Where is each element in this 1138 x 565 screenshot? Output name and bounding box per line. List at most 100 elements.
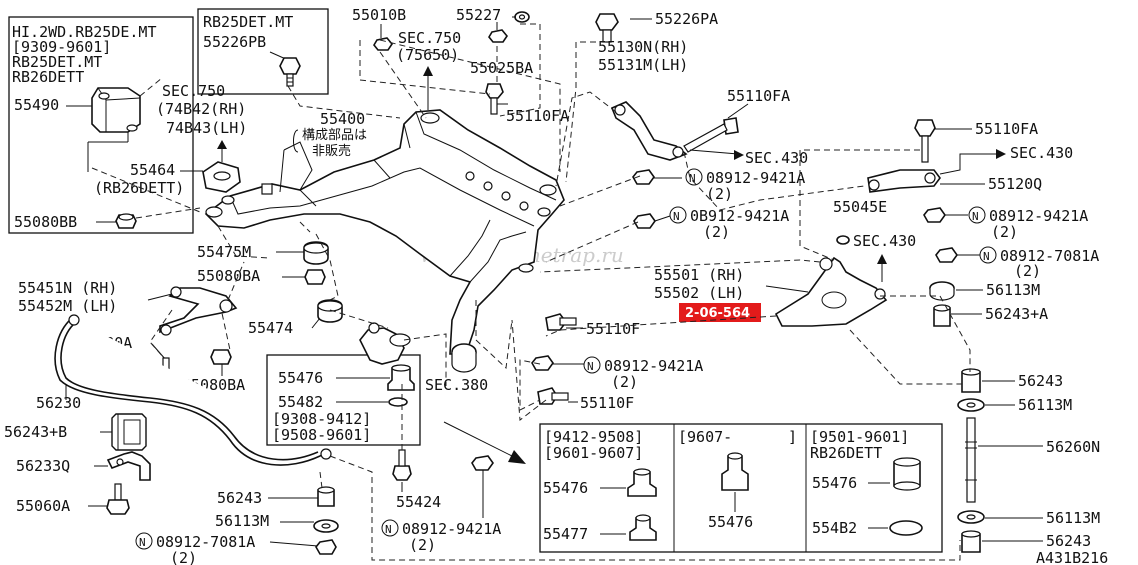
bolt-55424-part (392, 449, 412, 481)
stud-55226PB-part (279, 57, 301, 87)
label-56243-c: 56243 (1046, 532, 1091, 550)
label-55080BB: 55080BB (14, 213, 77, 231)
bush-56243A-part (933, 304, 951, 327)
bush-55475M-part (303, 241, 329, 265)
bush-56243-b-part (317, 486, 335, 507)
label-55010B: 55010B (352, 6, 406, 24)
link-55130N-part (610, 101, 688, 161)
label-55476-a: 55476 (278, 369, 323, 387)
bush-56113M-c-part (957, 398, 985, 412)
label-55502: 55502 (LH) (654, 284, 744, 302)
nut-55025BA-part (488, 29, 508, 43)
label-56113M-d: 56113M (1046, 509, 1100, 527)
bush-56113M-d-part (957, 510, 985, 524)
topleft-group: HI.2WD.RB25DE.MT [9309-9601] RB25DET.MT … (8, 16, 194, 234)
svg-text:N: N (972, 210, 979, 223)
rb25-group: RB25DET.MT 55226PB (197, 8, 329, 95)
bracket-56233Q-part (106, 451, 151, 481)
sec380-part (359, 322, 411, 365)
label-55476-d: 55476 (812, 474, 857, 492)
label-55482-a: 55482 (278, 393, 323, 411)
nut-7081A-a-part (315, 539, 337, 555)
label-08912-9421A-c-qty: (2) (991, 223, 1018, 241)
label-08912-7081A-b-qty: (2) (1014, 262, 1041, 280)
nut-55080BB-part (115, 213, 137, 229)
label-55060A: 55060A (16, 497, 70, 515)
label-55131M: 55131M(LH) (598, 56, 688, 74)
label-56113M-b: 56113M (215, 512, 269, 530)
label-55452M: 55452M (LH) (18, 297, 117, 315)
nut-08912-a-part (632, 169, 655, 185)
bush-56243-c-part (961, 530, 981, 553)
note-sec750-b-2: (75650) (396, 46, 459, 64)
note-b5476-2: [9508-9601] (272, 426, 371, 444)
rod-55120Q-part (867, 169, 941, 193)
bush-56113M-a-part (929, 281, 955, 301)
label-56113M-c: 56113M (1018, 396, 1072, 414)
label-56243-b: 56243 (217, 489, 262, 507)
bolt-55110FA-c-part (914, 119, 936, 163)
label-55110F-a: 55110F (586, 320, 640, 338)
svg-text:N: N (385, 523, 392, 536)
nut-55010B-part (373, 37, 393, 51)
label-08912-9421A-a-qty: (2) (706, 185, 733, 203)
callout-badge[interactable]: 2-06-564 (679, 303, 761, 322)
note-sec750-a-1: SEC.750 (162, 82, 225, 100)
label-08912-9421A-d: 08912-9421A (604, 357, 703, 375)
note-b5476-1: [9308-9412] (272, 410, 371, 428)
bottom-box (539, 423, 943, 553)
note-jp-2: 非販売 (312, 143, 351, 159)
nut-08912-7081-b-part (935, 247, 958, 263)
washer-55482-b-part (889, 520, 923, 536)
note-bottom-col2-1: [9607- (678, 428, 732, 446)
label-56113M-a: 56113M (986, 281, 1040, 299)
topleft-box (8, 16, 194, 234)
label-56233Q: 56233Q (16, 457, 70, 475)
mount-55490-part (91, 87, 141, 133)
washer-55045E-part (836, 235, 850, 245)
bush-56243-a-part (961, 368, 981, 393)
svg-text:N: N (983, 250, 990, 263)
label-55080BA-a: 55080BA (197, 267, 260, 285)
bush-55476-d-part (893, 457, 921, 491)
washer-55227-part (514, 11, 530, 23)
note-sec750-a-3: 74B43(LH) (166, 119, 247, 137)
svg-text:N: N (139, 536, 146, 549)
bolt-56260N-part (965, 417, 977, 503)
note-bottom-col2-2: ] (788, 428, 797, 446)
label-55490: 55490 (14, 96, 59, 114)
label-55130N: 55130N(RH) (598, 38, 688, 56)
label-55476-c: 55476 (708, 513, 753, 531)
label-08912-9421A-b: 0B912-9421A (690, 207, 789, 225)
note-bottom-col3-2: RB26DETT (810, 444, 882, 462)
label-08912-9421A-e-qty: (2) (409, 536, 436, 554)
bolt-55110FA-a-part (683, 117, 739, 153)
b5476-box (266, 354, 421, 446)
callout-text: 2-06-564 (685, 306, 750, 321)
note-bottom-col1-1: [9412-9508] (544, 428, 643, 446)
mount-55464-part (202, 140, 241, 193)
label-08912-9421A-b-qty: (2) (703, 223, 730, 241)
nut-55080BA-b-part (210, 349, 232, 365)
label-55227: 55227 (456, 6, 501, 24)
note-topleft-3: RB25DET.MT (12, 53, 102, 71)
nut-08912-c-part (923, 207, 946, 223)
note-jp-1: 構成部品は (302, 128, 367, 143)
bolt-55110F-b-part (537, 387, 569, 405)
note-topleft-1: HI.2WD.RB25DE.MT (12, 23, 157, 41)
label-08912-9421A-c: 08912-9421A (989, 207, 1088, 225)
label-55226PB: 55226PB (203, 33, 266, 51)
nut-08912-d-part (531, 355, 554, 371)
label-55482-b: 554B2 (812, 519, 857, 537)
svg-text:N: N (673, 210, 680, 223)
label-55110FA-a: 55110FA (727, 87, 790, 105)
note-bottom-col1-2: [9601-9607] (544, 444, 643, 462)
label-08912-9421A-e: 08912-9421A (402, 520, 501, 538)
label-08912-7081A-a-qty: (2) (170, 549, 197, 565)
bush-56113M-b-part (313, 519, 339, 533)
label-55120Q: 55120Q (988, 175, 1042, 193)
note-bottom-col3-1: [9501-9601] (810, 428, 909, 446)
label-55476-b: 55476 (543, 479, 588, 497)
label-08912-9421A-a: 08912-9421A (706, 169, 805, 187)
